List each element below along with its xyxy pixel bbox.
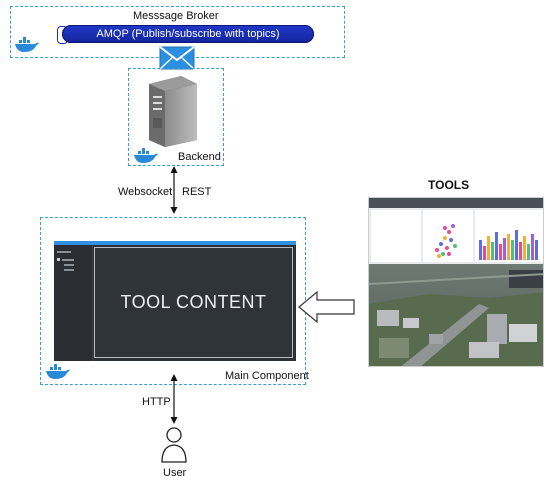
tools-title: TOOLS [428, 178, 470, 192]
tools-toolbar [369, 198, 543, 208]
docker-whale-icon [15, 37, 39, 52]
app-screen: TOOL CONTENT [54, 241, 296, 361]
tools-screenshot [368, 197, 544, 367]
tools-city-map [369, 264, 543, 366]
tools-bar-chart [475, 210, 543, 262]
main-user-connector [170, 374, 178, 424]
app-header-bar [54, 241, 296, 245]
app-sidebar [54, 245, 93, 361]
sidebar-item [57, 258, 60, 261]
backend-box [128, 68, 224, 166]
rest-label: REST [182, 186, 212, 198]
docker-whale-icon [46, 364, 70, 379]
websocket-label: Websocket [118, 186, 173, 198]
docker-whale-icon [134, 148, 158, 163]
backend-main-connector [170, 166, 178, 214]
tool-content-area: TOOL CONTENT [94, 247, 293, 358]
sidebar-item [62, 258, 74, 261]
amqp-pill: AMQP (Publish/subscribe with topics) [62, 25, 314, 43]
server-icon [149, 76, 197, 147]
hollow-arrow-left-icon [298, 290, 355, 324]
sidebar-item [64, 269, 74, 271]
backend-label: Backend [178, 151, 221, 163]
user-label: User [163, 467, 187, 479]
tools-scatter-plot [423, 210, 473, 262]
http-label: HTTP [142, 396, 171, 408]
message-broker-title: Messsage Broker [133, 10, 219, 22]
sidebar-item [57, 251, 71, 253]
envelope-icon [159, 46, 195, 70]
tools-table-panel [371, 210, 421, 262]
user-icon [161, 427, 187, 463]
sidebar-item [64, 264, 74, 266]
main-component-label: Main Component [225, 370, 309, 382]
